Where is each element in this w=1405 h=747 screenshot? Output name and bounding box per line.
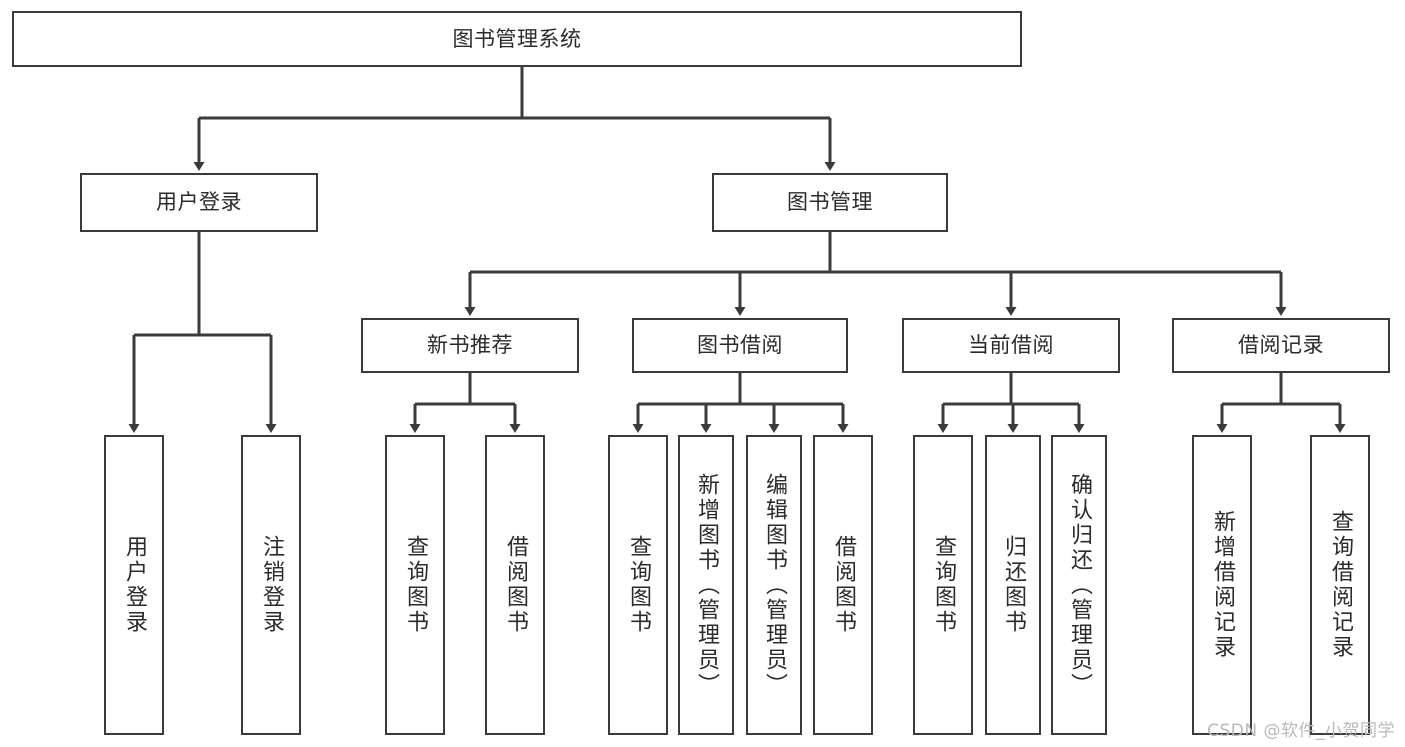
node-book-borrow[interactable]: 图书借阅 bbox=[632, 318, 848, 373]
node-book-borrow-label: 图书借阅 bbox=[697, 333, 783, 358]
node-leaf-add-record-label: 新增借阅记录 bbox=[1210, 510, 1235, 660]
node-leaf-user-login[interactable]: 用户登录 bbox=[104, 435, 164, 735]
node-leaf-query-book-3[interactable]: 查询图书 bbox=[913, 435, 973, 735]
node-borrow-record-label: 借阅记录 bbox=[1238, 333, 1324, 358]
node-current-borrow-label: 当前借阅 bbox=[968, 333, 1054, 358]
csdn-watermark: CSDN @软件_小贺同学 bbox=[1207, 721, 1395, 741]
node-leaf-user-login-label: 用户登录 bbox=[122, 535, 147, 635]
node-leaf-add-book-label: 新增图书（管理员） bbox=[694, 472, 719, 698]
node-leaf-borrow-book-2[interactable]: 借阅图书 bbox=[813, 435, 873, 735]
node-user-login-label: 用户登录 bbox=[156, 190, 242, 215]
node-user-login[interactable]: 用户登录 bbox=[80, 173, 318, 232]
node-book-manage-label: 图书管理 bbox=[787, 190, 873, 215]
node-root-label: 图书管理系统 bbox=[452, 26, 582, 51]
node-current-borrow[interactable]: 当前借阅 bbox=[902, 318, 1120, 373]
node-leaf-query-record-label: 查询借阅记录 bbox=[1328, 510, 1353, 660]
node-leaf-query-book-1[interactable]: 查询图书 bbox=[385, 435, 445, 735]
node-leaf-edit-book-label: 编辑图书（管理员） bbox=[762, 472, 787, 698]
node-leaf-confirm-return[interactable]: 确认归还（管理员） bbox=[1051, 435, 1107, 735]
node-leaf-confirm-return-label: 确认归还（管理员） bbox=[1067, 472, 1092, 698]
node-leaf-add-book[interactable]: 新增图书（管理员） bbox=[678, 435, 734, 735]
node-leaf-query-book-2-label: 查询图书 bbox=[626, 535, 651, 635]
node-borrow-record[interactable]: 借阅记录 bbox=[1172, 318, 1390, 373]
node-new-book-rec-label: 新书推荐 bbox=[427, 333, 513, 358]
node-root[interactable]: 图书管理系统 bbox=[12, 11, 1022, 67]
node-leaf-borrow-book-1-label: 借阅图书 bbox=[503, 535, 528, 635]
node-new-book-rec[interactable]: 新书推荐 bbox=[361, 318, 579, 373]
node-leaf-query-book-1-label: 查询图书 bbox=[403, 535, 428, 635]
node-leaf-logout[interactable]: 注销登录 bbox=[241, 435, 301, 735]
node-leaf-borrow-book-1[interactable]: 借阅图书 bbox=[485, 435, 545, 735]
node-leaf-edit-book[interactable]: 编辑图书（管理员） bbox=[746, 435, 802, 735]
node-book-manage[interactable]: 图书管理 bbox=[712, 173, 948, 232]
node-leaf-borrow-book-2-label: 借阅图书 bbox=[831, 535, 856, 635]
node-leaf-return-book[interactable]: 归还图书 bbox=[985, 435, 1041, 735]
node-leaf-query-book-3-label: 查询图书 bbox=[931, 535, 956, 635]
node-leaf-add-record[interactable]: 新增借阅记录 bbox=[1192, 435, 1252, 735]
node-leaf-query-record[interactable]: 查询借阅记录 bbox=[1310, 435, 1370, 735]
node-leaf-query-book-2[interactable]: 查询图书 bbox=[608, 435, 668, 735]
node-leaf-return-book-label: 归还图书 bbox=[1001, 535, 1026, 635]
node-leaf-logout-label: 注销登录 bbox=[259, 535, 284, 635]
